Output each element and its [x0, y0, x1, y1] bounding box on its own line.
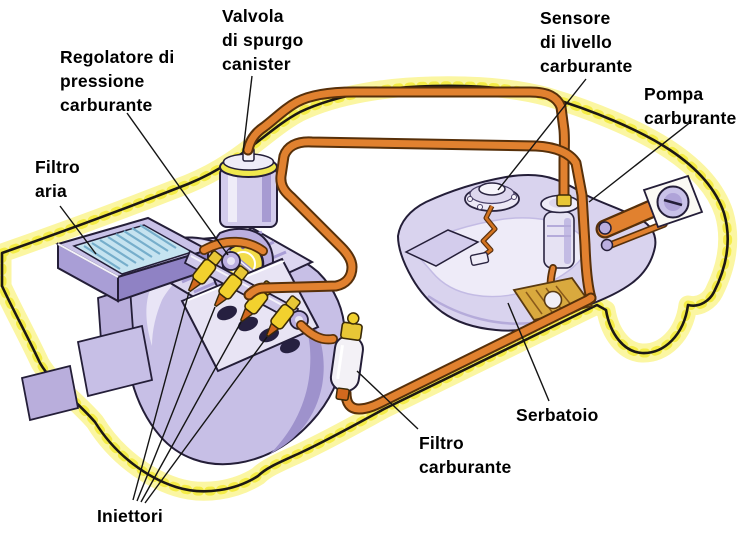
sensor-float [469, 251, 490, 266]
leader-lines [59, 75, 693, 504]
label-injectors: Iniettori [97, 504, 163, 528]
injector-1 [187, 250, 223, 293]
label-line: Serbatoio [516, 405, 599, 425]
label-line: Iniettori [97, 506, 163, 526]
leader-injector-2 [136, 306, 216, 502]
label-level-sensor: Sensore di livello carburante [540, 6, 632, 78]
label-line: carburante [644, 108, 737, 128]
label-air-filter: Filtro aria [35, 155, 80, 203]
label-pressure-regulator: Regolatore di pressione carburante [60, 45, 174, 117]
label-line: Valvola [222, 6, 284, 26]
car-body-outline [0, 76, 738, 501]
fuel-tank [396, 173, 704, 332]
label-line: Sensore [540, 8, 611, 28]
leader-pressure-regulator [126, 112, 229, 256]
vapor-line [242, 86, 570, 203]
injector-2 [213, 265, 249, 308]
label-line: aria [35, 181, 67, 201]
label-line: Filtro [35, 157, 80, 177]
label-fuel-pump: Pompa carburante [644, 82, 736, 130]
label-tank: Serbatoio [516, 403, 599, 427]
fuel-lines [199, 86, 597, 415]
label-line: carburante [419, 457, 512, 477]
fuel-filler [595, 174, 704, 252]
fuel-level-sensor [464, 182, 520, 266]
label-line: carburante [540, 56, 633, 76]
label-line: Filtro [419, 433, 464, 453]
leader-injector-3 [140, 321, 242, 503]
pump-fitting [556, 194, 572, 207]
rail-hose [199, 236, 268, 256]
leader-level-sensor [497, 78, 587, 191]
label-purge-valve: Valvola di spurgo canister [222, 4, 304, 76]
fuel-filter [329, 312, 364, 401]
label-line: pressione [60, 71, 145, 91]
canister-purge-valve [219, 147, 278, 228]
label-line: di spurgo [222, 30, 304, 50]
leader-injector-1 [132, 291, 190, 501]
supply-line [243, 136, 597, 304]
engine-assembly [20, 147, 347, 466]
label-line: Pompa [644, 84, 704, 104]
label-line: canister [222, 54, 291, 74]
label-line: carburante [60, 95, 153, 115]
leader-air-filter [59, 205, 97, 255]
leader-purge-valve [242, 75, 253, 153]
label-line: Regolatore di [60, 47, 175, 67]
label-fuel-filter: Filtro carburante [419, 431, 511, 479]
tank-ledge [404, 229, 480, 267]
injector-4 [265, 295, 301, 338]
label-line: di livello [540, 32, 613, 52]
leader-fuel-pump [588, 120, 693, 203]
leader-injector-4 [144, 336, 268, 504]
leader-tank [507, 302, 550, 402]
rail-to-filter-hose [296, 320, 338, 345]
leader-fuel-filter [356, 370, 419, 430]
floor-line [340, 292, 597, 415]
